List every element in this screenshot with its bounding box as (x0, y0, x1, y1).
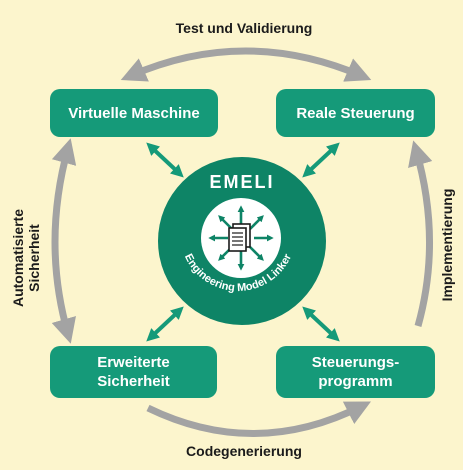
node-real-controller: Reale Steuerung (276, 89, 435, 137)
edge-label-bottom: Codegenerierung (186, 443, 302, 459)
document-hub-icon (228, 223, 251, 252)
spoke-arrow-bottom-left (146, 306, 184, 342)
cycle-arrow-left (51, 138, 77, 344)
spoke-arrow-top-right (302, 142, 340, 178)
edge-label-left-line2: Sicherheit (26, 224, 42, 292)
cycle-arrow-right (408, 140, 433, 327)
cycle-arrow-bottom (146, 401, 372, 437)
center-title: EMELI (209, 172, 274, 192)
edge-label-left-line1: Automatisierte (10, 209, 26, 307)
edge-label-top: Test und Validierung (176, 20, 313, 36)
edge-label-left: Automatisierte Sicherheit (10, 209, 42, 307)
radial-arrows (208, 205, 274, 271)
spoke-arrow-bottom-right (302, 306, 340, 342)
node-extended-safety: Erweiterte Sicherheit (50, 346, 217, 398)
spoke-arrow-top-left (146, 142, 184, 178)
edge-label-right: Implementierung (439, 189, 455, 302)
cycle-arrow-top (120, 47, 372, 82)
node-virtual-machine: Virtuelle Maschine (50, 89, 218, 137)
node-control-program: Steuerungs- programm (276, 346, 435, 398)
